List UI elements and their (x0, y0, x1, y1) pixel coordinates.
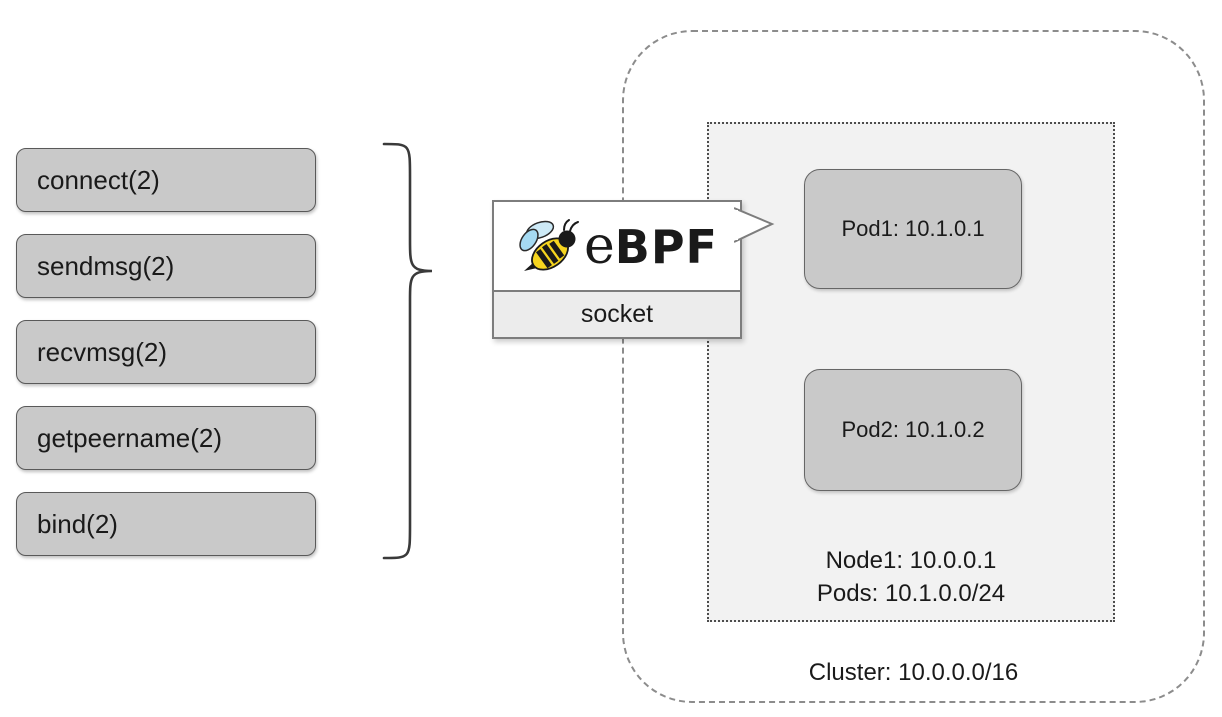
speech-tail (734, 207, 775, 243)
syscall-box-connect: connect(2) (16, 148, 316, 212)
node-labels: Node1: 10.0.0.1 Pods: 10.1.0.0/24 (709, 545, 1113, 610)
syscall-box-bind: bind(2) (16, 492, 316, 556)
socket-hook-label: socket (494, 290, 740, 337)
node-name-label: Node1: 10.0.0.1 (825, 547, 997, 575)
ebpf-logo-bpf: BPF (614, 220, 718, 274)
pod2-box: Pod2: 10.1.0.2 (804, 369, 1022, 491)
node-container: Pod1: 10.1.0.1 Pod2: 10.1.0.2 Node1: 10.… (707, 122, 1115, 622)
cluster-boundary: Pod1: 10.1.0.1 Pod2: 10.1.0.2 Node1: 10.… (622, 30, 1205, 703)
node-pods-cidr-label: Pods: 10.1.0.0/24 (816, 579, 1006, 607)
syscall-box-sendmsg: sendmsg(2) (16, 234, 316, 298)
syscall-box-getpeername: getpeername(2) (16, 406, 316, 470)
cluster-label: Cluster: 10.0.0.0/16 (808, 659, 1019, 686)
syscall-box-recvmsg: recvmsg(2) (16, 320, 316, 384)
ebpf-logo-e: e (584, 216, 615, 276)
bee-icon (519, 219, 579, 271)
pod1-box: Pod1: 10.1.0.1 (804, 169, 1022, 289)
grouping-brace (382, 142, 433, 560)
